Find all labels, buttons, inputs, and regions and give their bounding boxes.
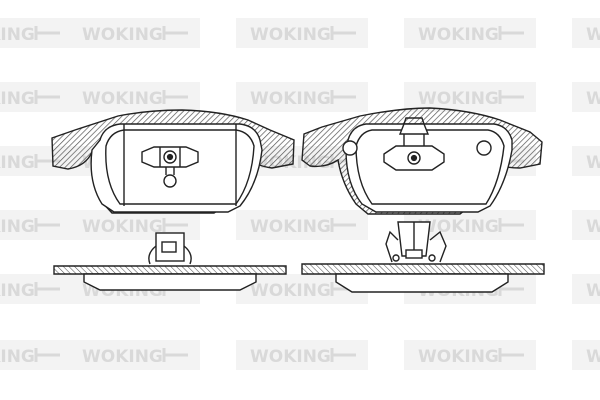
left-side-friction-block bbox=[83, 273, 257, 291]
watermark-tile: WOKING bbox=[404, 82, 536, 112]
watermark-tile: WOKING bbox=[68, 82, 200, 112]
watermark-layer: WOKING WOKING WOKING WOKING WOKING WOKING WOKI… bbox=[0, 18, 600, 370]
watermark-logo-mark bbox=[162, 348, 188, 362]
watermark-brand-text: WOKING bbox=[586, 153, 600, 173]
watermark-brand-text: WOKING bbox=[418, 217, 499, 237]
right-pad-inner-outline bbox=[355, 129, 505, 205]
watermark-brand-text: WOKING bbox=[82, 25, 163, 45]
watermark-tile: WOKING bbox=[0, 82, 72, 112]
watermark-tile: WOKING bbox=[572, 274, 600, 304]
watermark-logo-mark bbox=[330, 26, 356, 40]
watermark-logo-mark bbox=[162, 90, 188, 104]
watermark-logo-mark bbox=[34, 218, 60, 232]
watermark-tile: WOKING bbox=[572, 146, 600, 176]
watermark-brand-text: WOKING bbox=[250, 217, 331, 237]
watermark-logo-mark bbox=[330, 348, 356, 362]
watermark-logo-mark bbox=[162, 26, 188, 40]
watermark-brand-text: WOKING bbox=[250, 281, 331, 301]
watermark-brand-text: WOKING bbox=[418, 89, 499, 109]
watermark-tile: WOKING bbox=[68, 210, 200, 240]
watermark-tile: WOKING bbox=[68, 340, 200, 370]
watermark-brand-text: WOKING bbox=[0, 153, 35, 173]
watermark-brand-text: WOKING bbox=[0, 25, 35, 45]
watermark-logo-mark bbox=[330, 218, 356, 232]
left-side-clip bbox=[148, 232, 192, 265]
watermark-tile: WOKING bbox=[404, 340, 536, 370]
watermark-brand-text: WOKING bbox=[418, 347, 499, 367]
right-side-friction-block bbox=[335, 273, 509, 293]
watermark-tile: WOKING bbox=[236, 210, 368, 240]
right-pad-side-view bbox=[301, 221, 545, 293]
left-pad-front-view bbox=[51, 109, 295, 214]
watermark-logo-mark bbox=[34, 348, 60, 362]
watermark-tile: WOKING bbox=[68, 18, 200, 48]
right-pad-hole-left bbox=[342, 140, 358, 156]
right-side-spring bbox=[385, 221, 447, 263]
watermark-tile: WOKING bbox=[572, 210, 600, 240]
left-pad-side-view bbox=[53, 232, 287, 291]
watermark-brand-text: WOKING bbox=[250, 89, 331, 109]
watermark-brand-text: WOKING bbox=[250, 25, 331, 45]
right-side-backing-plate bbox=[301, 263, 545, 275]
watermark-brand-text: WOKING bbox=[586, 347, 600, 367]
watermark-brand-text: WOKING bbox=[586, 25, 600, 45]
watermark-tile: WOKING bbox=[236, 82, 368, 112]
watermark-brand-text: WOKING bbox=[82, 89, 163, 109]
watermark-tile: WOKING bbox=[236, 18, 368, 48]
watermark-brand-text: WOKING bbox=[0, 89, 35, 109]
watermark-tile: WOKING bbox=[0, 274, 72, 304]
watermark-tile: WOKING bbox=[0, 146, 72, 176]
watermark-tile: WOKING bbox=[572, 18, 600, 48]
watermark-logo-mark bbox=[330, 90, 356, 104]
left-side-backing-plate bbox=[53, 265, 287, 275]
watermark-brand-text: WOKING bbox=[82, 347, 163, 367]
left-pad-wear-sensor bbox=[141, 146, 199, 188]
watermark-brand-text: WOKING bbox=[82, 217, 163, 237]
left-pad-inner-outline bbox=[105, 129, 255, 205]
watermark-brand-text: WOKING bbox=[250, 347, 331, 367]
watermark-logo-mark bbox=[34, 90, 60, 104]
right-pad-spring-clip bbox=[383, 117, 445, 171]
watermark-logo-mark bbox=[498, 26, 524, 40]
watermark-brand-text: WOKING bbox=[0, 347, 35, 367]
watermark-brand-text: WOKING bbox=[418, 25, 499, 45]
watermark-tile: WOKING bbox=[404, 18, 536, 48]
watermark-logo-mark bbox=[498, 90, 524, 104]
watermark-tile: WOKING bbox=[572, 340, 600, 370]
watermark-logo-mark bbox=[498, 348, 524, 362]
watermark-logo-mark bbox=[34, 282, 60, 296]
left-pad-friction-material bbox=[90, 123, 263, 213]
watermark-logo-mark bbox=[34, 26, 60, 40]
watermark-logo-mark bbox=[162, 218, 188, 232]
right-pad-hole-right bbox=[476, 140, 492, 156]
watermark-brand-text: WOKING bbox=[586, 89, 600, 109]
watermark-tile: WOKING bbox=[572, 82, 600, 112]
watermark-brand-text: WOKING bbox=[586, 281, 600, 301]
right-pad-front-view bbox=[301, 107, 543, 215]
watermark-brand-text: WOKING bbox=[0, 281, 35, 301]
watermark-brand-text: WOKING bbox=[0, 217, 35, 237]
watermark-tile: WOKING bbox=[236, 340, 368, 370]
watermark-logo-mark bbox=[498, 218, 524, 232]
watermark-tile: WOKING bbox=[0, 340, 72, 370]
watermark-brand-text: WOKING bbox=[586, 217, 600, 237]
watermark-tile: WOKING bbox=[0, 210, 72, 240]
watermark-tile: WOKING bbox=[0, 18, 72, 48]
